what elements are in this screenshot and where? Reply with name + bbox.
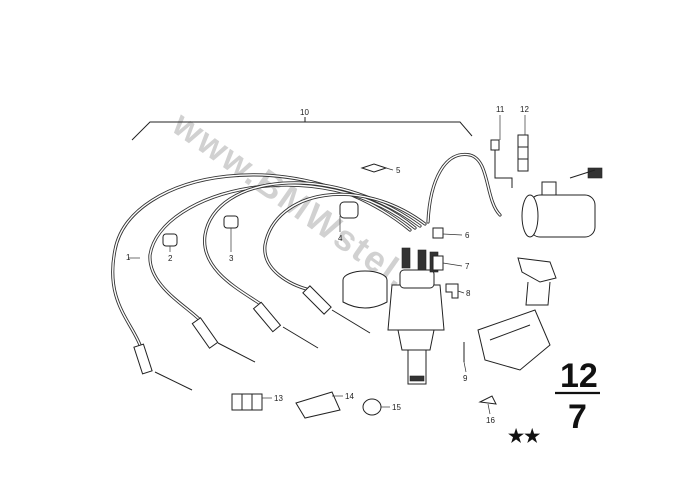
label-6: 6 bbox=[465, 231, 470, 240]
plug-connector-6 bbox=[432, 227, 444, 239]
plug-connector-7 bbox=[432, 255, 444, 271]
label-11: 11 bbox=[496, 105, 505, 114]
ignition-coil bbox=[521, 167, 603, 238]
condenser-bracket bbox=[517, 257, 557, 306]
label-3: 3 bbox=[229, 254, 234, 263]
label-5: 5 bbox=[396, 166, 401, 175]
label-16: 16 bbox=[486, 416, 495, 425]
clip-13 bbox=[231, 393, 263, 411]
bracket-11 bbox=[490, 139, 513, 188]
quality-stars: ★★ bbox=[508, 426, 541, 446]
grommet-15 bbox=[362, 398, 382, 416]
label-4: 4 bbox=[338, 234, 343, 243]
cable-set-bracket bbox=[131, 117, 473, 141]
ignition-cable-3 bbox=[203, 181, 422, 349]
label-9: 9 bbox=[463, 374, 468, 383]
distributor-rotor bbox=[342, 270, 388, 309]
suppressor-cover bbox=[477, 309, 551, 371]
clamp-14 bbox=[295, 391, 341, 419]
label-2: 2 bbox=[168, 254, 173, 263]
ignition-cable-2 bbox=[148, 183, 417, 363]
label-7: 7 bbox=[465, 262, 470, 271]
group-number-bottom: 7 bbox=[568, 398, 587, 436]
grommet-3 bbox=[223, 215, 239, 229]
label-10: 10 bbox=[300, 108, 309, 117]
label-14: 14 bbox=[345, 392, 354, 401]
label-1: 1 bbox=[126, 253, 131, 262]
group-number-top: 12 bbox=[560, 357, 598, 395]
bracket-12 bbox=[517, 134, 529, 172]
label-13: 13 bbox=[274, 394, 283, 403]
label-8: 8 bbox=[466, 289, 471, 298]
leader-lines bbox=[128, 115, 526, 415]
grommet-4 bbox=[339, 201, 359, 219]
label-12: 12 bbox=[520, 105, 529, 114]
distributor bbox=[387, 247, 445, 385]
group-number: 12 7 bbox=[555, 357, 600, 436]
elbow-connector-8 bbox=[445, 283, 459, 299]
clip-16 bbox=[478, 395, 497, 405]
ignition-cable-coil bbox=[426, 152, 502, 224]
clip-5 bbox=[360, 163, 388, 173]
ignition-cable-4 bbox=[263, 192, 427, 334]
grommet-2 bbox=[162, 233, 178, 247]
label-15: 15 bbox=[392, 403, 401, 412]
